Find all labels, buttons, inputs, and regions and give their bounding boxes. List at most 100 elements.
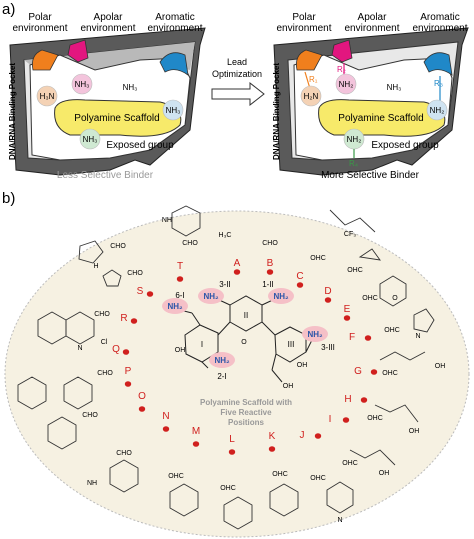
right-pocket-label: DNA/RNA Binding Pocket: [272, 63, 281, 160]
left-polar-label-2: environment: [12, 23, 67, 34]
left-apolar-pocket-shape: [67, 39, 89, 63]
lead-optimization-arrow: [211, 81, 265, 107]
marker-letter-m: M: [192, 426, 200, 437]
right-r2: R₂: [337, 65, 346, 74]
aldehyde-g-chain: [379, 351, 426, 361]
right-exposed-label: Exposed group: [371, 140, 439, 151]
ring-iii-oh-label: OH: [297, 362, 308, 369]
ring-i-label: I: [201, 340, 203, 349]
g-ohc: OHC: [382, 370, 398, 377]
aldehyde-s-ring: [78, 240, 104, 264]
aldehyde-q-ring-2: [65, 311, 95, 345]
right-polar-pocket-shape: [296, 49, 323, 71]
left-nh3-right-bubble: [162, 99, 184, 121]
t-nh: NH: [162, 217, 172, 224]
amine-2-i-bubble: [209, 352, 235, 368]
scaffold-caption-3: Positions: [228, 418, 265, 427]
right-apolar-label-1: Apolar: [358, 12, 388, 23]
bridge-o-label: O: [241, 339, 247, 346]
ring-iii-label: III: [288, 340, 295, 349]
left-aromatic-pocket-shape: [159, 52, 189, 76]
panel-b-label: b): [2, 190, 15, 207]
j-ohc: OHC: [310, 475, 326, 482]
marker-dot-f: [364, 335, 372, 341]
aldehyde-p-ring-1: [17, 376, 47, 410]
marker-letter-a: A: [234, 258, 241, 269]
aldehyde-f-ring: [413, 308, 435, 333]
j-n: N: [337, 517, 342, 524]
marker-dot-b: [266, 269, 274, 275]
marker-letter-l: L: [229, 434, 235, 445]
left-nh3-bottom-bubble: [79, 128, 101, 150]
pos-3-iii: 3-III: [321, 343, 335, 352]
left-apolar-label-1: Apolar: [94, 12, 124, 23]
q-n: N: [77, 345, 82, 352]
amine-3-iii: NH₂: [307, 330, 323, 339]
scaffold-caption-2: Five Reactive: [220, 408, 272, 417]
marker-dot-d: [324, 297, 332, 303]
arrow-label-2: Optimization: [212, 69, 262, 79]
marker-dot-i: [342, 417, 350, 423]
aldehyde-d-ring: [358, 248, 381, 261]
arrow-label-1: Lead: [227, 57, 247, 67]
p-cho: CHO: [97, 370, 113, 377]
marker-dot-k: [268, 446, 276, 452]
f-ohc: OHC: [384, 327, 400, 334]
marker-letter-e: E: [344, 304, 351, 315]
b-cho: CHO: [262, 240, 278, 247]
marker-letter-p: P: [125, 366, 132, 377]
e-o: O: [392, 295, 398, 302]
marker-dot-l: [228, 449, 236, 455]
marker-letter-t: T: [177, 261, 183, 272]
scaffold-molecule: [179, 295, 315, 383]
right-r1: R₁: [309, 75, 318, 84]
right-h2n: H₂N: [304, 92, 319, 101]
right-nh2-right-bubble: [426, 99, 448, 121]
library-circle: [4, 210, 470, 538]
marker-dot-e: [343, 315, 351, 321]
marker-dot-t: [176, 276, 184, 282]
n-cho: CHO: [116, 450, 132, 457]
r-cho: CHO: [127, 270, 143, 277]
left-nh3-right: NH₃: [166, 106, 181, 115]
left-scaffold-label: Polyamine Scaffold: [74, 113, 159, 124]
marker-dot-p: [124, 381, 132, 387]
amine-1-ii: NH₂: [273, 292, 289, 301]
aldehyde-r-ring: [102, 269, 122, 287]
marker-dot-c: [296, 282, 304, 288]
aldehyde-j-ring: [326, 481, 354, 514]
ring-ii-label: II: [244, 311, 248, 320]
c-cf3: CF₃: [344, 231, 356, 238]
aldehyde-k-ring: [269, 483, 299, 517]
left-polar-label-1: Polar: [28, 12, 52, 23]
marker-letter-n: N: [162, 411, 169, 422]
right-r3: R₃: [434, 79, 443, 88]
i-ohc: OHC: [342, 460, 358, 467]
aldehyde-l-ring: [223, 496, 253, 530]
marker-dot-m: [192, 441, 200, 447]
n-nh: NH: [87, 480, 97, 487]
aldehyde-o-ring: [47, 416, 77, 450]
aldehyde-i-chain: [349, 449, 396, 466]
right-polar-label-2: environment: [276, 23, 331, 34]
right-r4: R₄: [349, 159, 358, 168]
amine-3-ii-bubble: [198, 288, 224, 304]
marker-letter-k: K: [269, 431, 276, 442]
right-nh2-top: NH₂: [339, 80, 354, 89]
c-ohc: OHC: [310, 255, 326, 262]
pos-3-ii: 3-II: [219, 280, 231, 289]
a-h3c: H₃C: [219, 232, 232, 239]
marker-dot-a: [233, 269, 241, 275]
marker-letter-o: O: [138, 391, 146, 402]
aldehyde-e-ring: [379, 275, 407, 307]
g-oh: OH: [435, 363, 446, 370]
marker-dot-h: [360, 397, 368, 403]
d-ohc: OHC: [347, 267, 363, 274]
amine-2-i: NH₂: [214, 356, 230, 365]
right-h2n-bubble: [300, 85, 322, 107]
aldehyde-c-chain: [329, 209, 376, 233]
left-polar-pocket-shape: [32, 49, 59, 71]
h-oh: OH: [409, 428, 420, 435]
